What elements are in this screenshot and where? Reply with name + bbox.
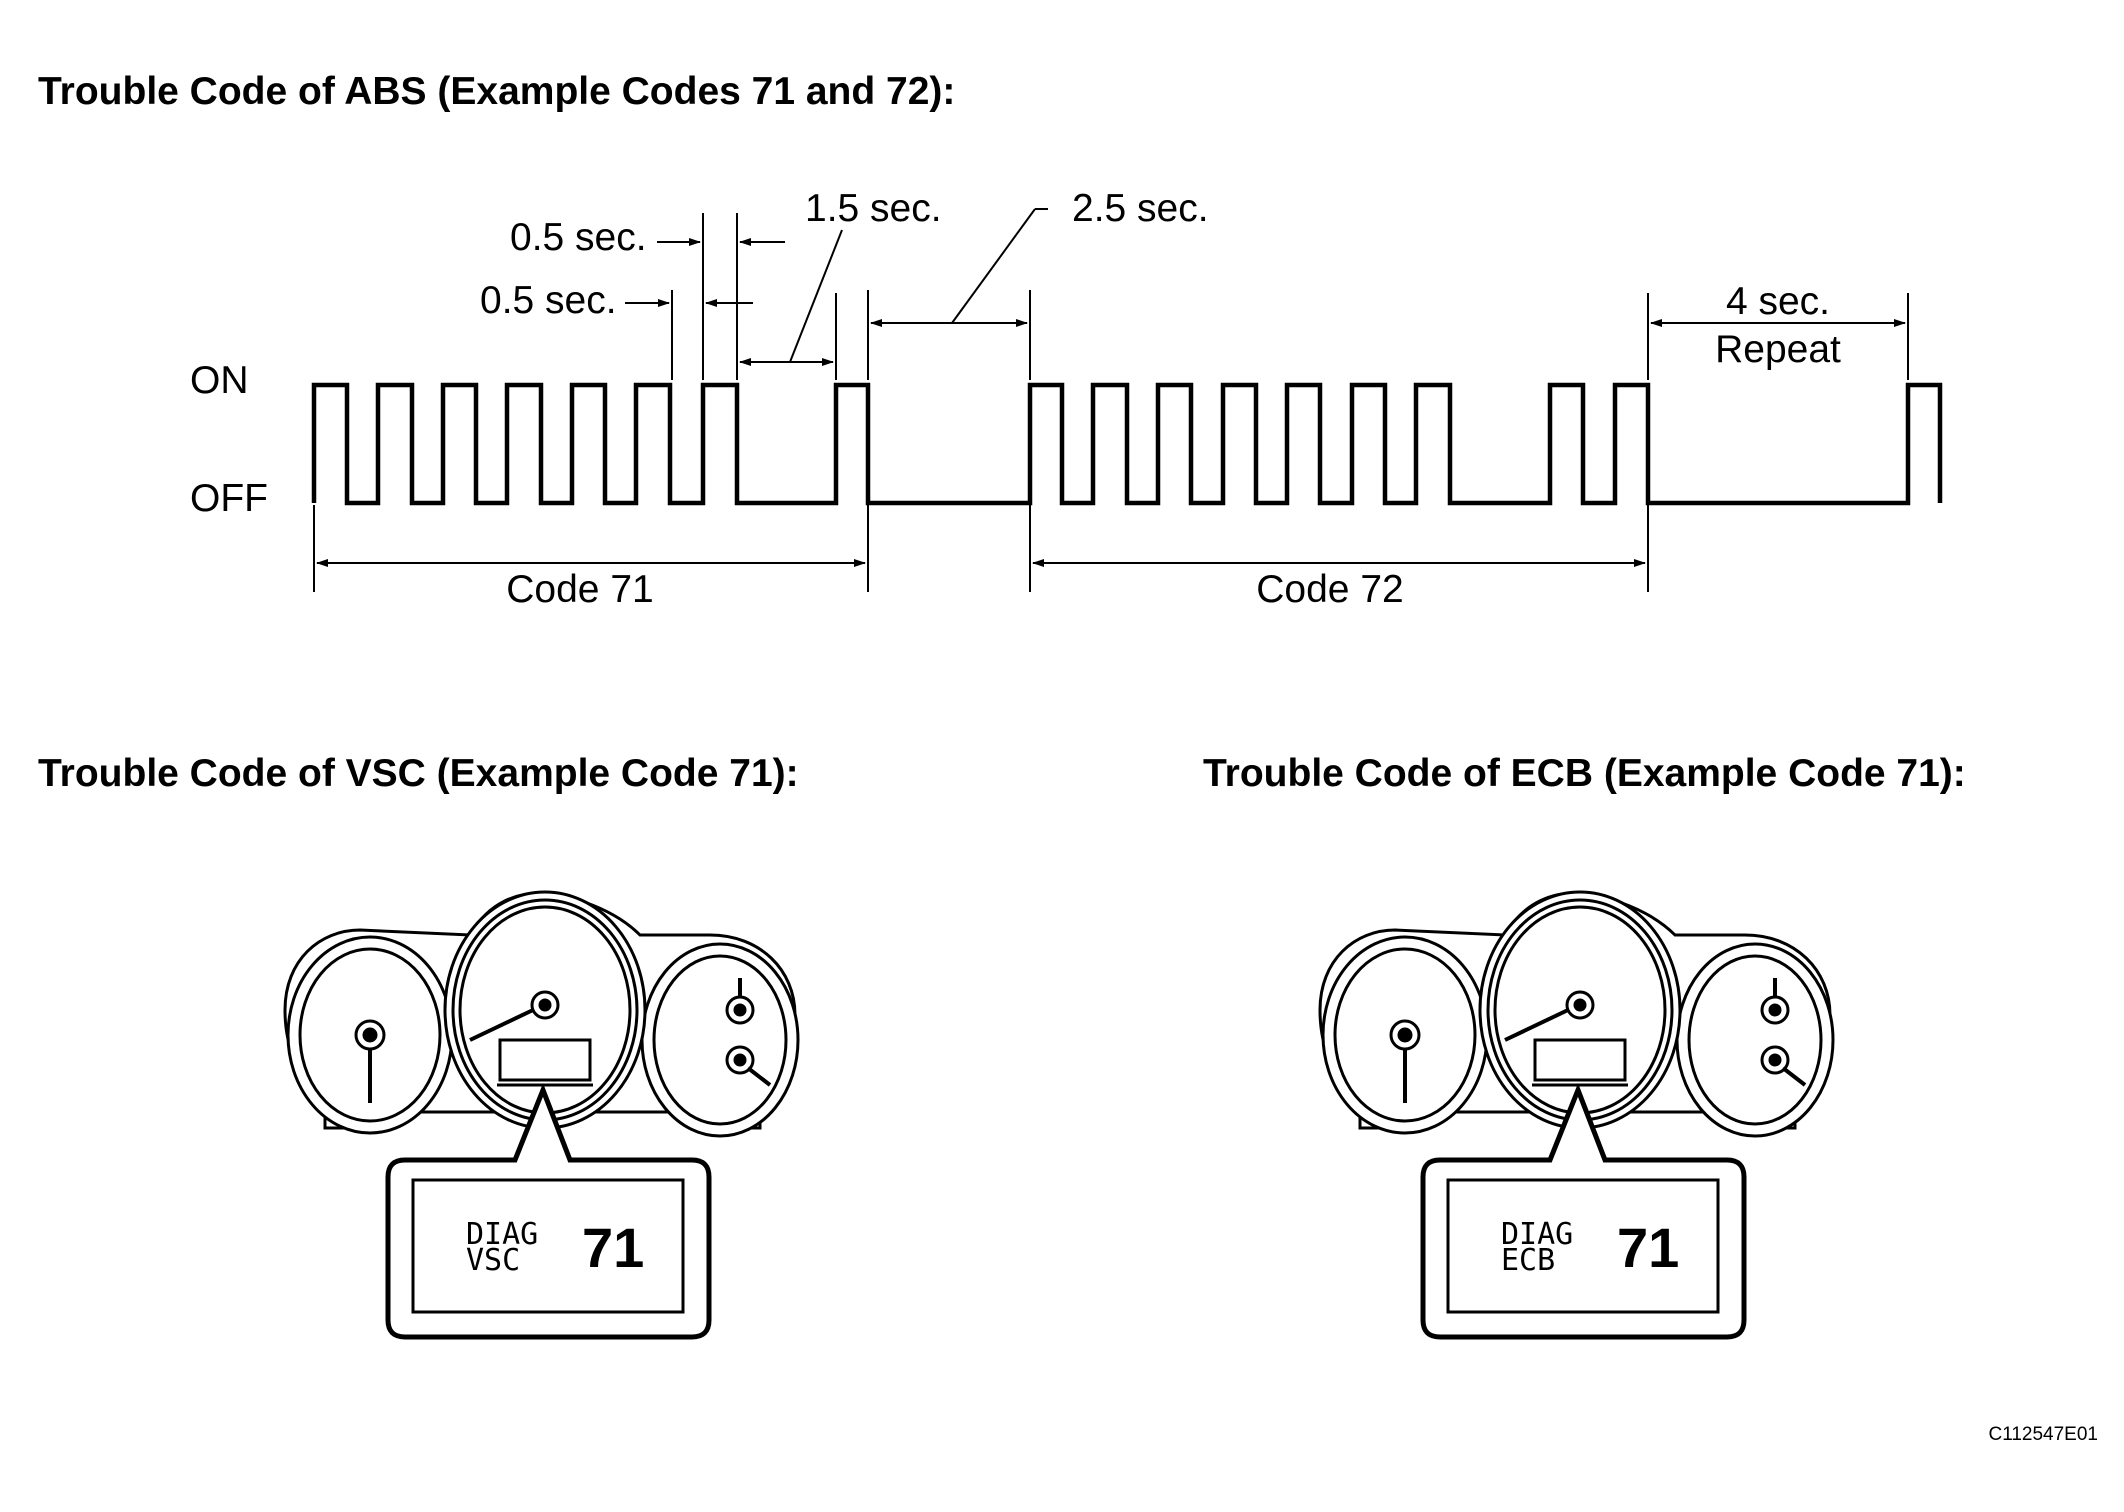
vsc-display-line2: VSC xyxy=(466,1243,520,1278)
ecb-display-screen xyxy=(1446,1178,1720,1314)
extension-lines xyxy=(313,213,1909,592)
code-a-label: Code 71 xyxy=(506,568,653,611)
pulse-waveform xyxy=(311,382,1943,506)
vsc-display-code: 71 xyxy=(582,1216,644,1279)
abs-title: Trouble Code of ABS (Example Codes 71 an… xyxy=(38,70,955,113)
vsc-instrument-cluster xyxy=(283,890,800,1138)
dim-pulse-on-label: 0.5 sec. xyxy=(510,216,647,259)
level-off-label: OFF xyxy=(190,477,268,520)
ecb-callout xyxy=(1420,1083,1747,1340)
vsc-display-line1: DIAG xyxy=(466,1217,538,1252)
ecb-display-code: 71 xyxy=(1617,1216,1679,1279)
code-b-label: Code 72 xyxy=(1256,568,1403,611)
dim-pulse-off-label: 0.5 sec. xyxy=(480,279,617,322)
dim-code-gap-leader xyxy=(951,208,1036,324)
dim-code-gap-label: 2.5 sec. xyxy=(1072,187,1209,230)
ecb-title: Trouble Code of ECB (Example Code 71): xyxy=(1203,752,1966,795)
ecb-instrument-cluster xyxy=(1318,890,1835,1138)
dim-digit-gap-leader xyxy=(789,229,843,363)
vsc-display-screen xyxy=(411,1178,685,1314)
dim-repeat-label: Repeat xyxy=(1715,328,1841,371)
vsc-callout xyxy=(385,1083,712,1340)
ecb-display-line2: ECB xyxy=(1501,1243,1555,1278)
ecb-display-line1: DIAG xyxy=(1501,1217,1573,1252)
dim-repeat-time-label: 4 sec. xyxy=(1726,280,1830,323)
figure-id: C112547E01 xyxy=(1988,1424,2098,1445)
dim-digit-gap-label: 1.5 sec. xyxy=(805,187,942,230)
level-on-label: ON xyxy=(190,359,249,402)
vsc-title: Trouble Code of VSC (Example Code 71): xyxy=(38,752,799,795)
